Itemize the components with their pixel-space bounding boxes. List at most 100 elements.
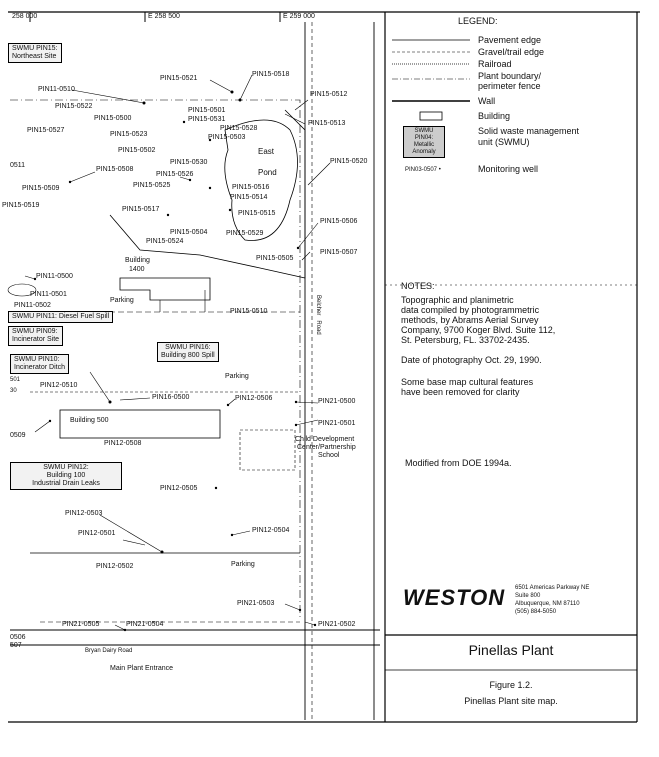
well-label: PIN15-0527	[27, 127, 65, 134]
well-label: 501	[10, 377, 21, 383]
well-label: PIN21-0504	[126, 621, 164, 628]
legend-item: Building	[478, 111, 511, 121]
swmu-box-pin11: SWMU PIN11: Diesel Fuel Spill	[8, 311, 114, 323]
well-label: PIN15-0512	[310, 91, 348, 98]
well-label: 0506	[10, 634, 26, 641]
notes-modified: Modified from DOE 1994a.	[405, 458, 512, 468]
well-label: PIN21-0502	[318, 621, 356, 628]
well-label: PIN15-0515	[238, 210, 276, 217]
grid-label-e1: 258 000	[12, 13, 38, 20]
legend-item: Wall	[478, 96, 496, 106]
well-label: PIN12-0502	[96, 563, 134, 570]
parking-label: Parking	[231, 561, 255, 568]
swmu-box-pin09: SWMU PIN09:Incinerator Site	[8, 326, 64, 346]
well-label: PIN15-0529	[226, 230, 264, 237]
well-label: PIN21-0505	[62, 621, 100, 628]
notes-line: Company, 9700 Koger Blvd. Suite 112,	[401, 325, 556, 335]
company-address: Albuquerque, NM 87110	[515, 601, 580, 607]
well-label: PIN21-0503	[237, 600, 275, 607]
east-pond-label: Pond	[258, 168, 277, 177]
building-500-label: Building 500	[70, 417, 109, 424]
parking-label: Parking	[225, 373, 249, 380]
well-label: PIN15-0528	[220, 125, 258, 132]
legend-item: perimeter fence	[478, 81, 541, 91]
child-center-label: School	[318, 452, 340, 459]
well-label: PIN15-0506	[320, 218, 358, 225]
legend-item: Pavement edge	[478, 35, 542, 45]
well-label: 507	[10, 642, 22, 649]
company-address: (505) 884-5050	[515, 609, 557, 615]
building-1400-label: 1400	[129, 266, 145, 273]
company-logo: WESTON	[403, 585, 506, 610]
grid-label-e2: E 258 500	[148, 13, 180, 20]
legend-item: Gravel/trail edge	[478, 47, 545, 57]
legend-title: LEGEND:	[458, 16, 498, 26]
company-address: Suite 800	[515, 593, 541, 599]
well-label: 0511	[10, 162, 26, 169]
well-label: PIN15-0508	[96, 166, 134, 173]
notes-date: Date of photography Oct. 29, 1990.	[401, 355, 542, 365]
well-label: PIN12-0505	[160, 485, 198, 492]
well-label: PIN15-0510	[230, 308, 268, 315]
well-label: PIN15-0518	[252, 71, 290, 78]
well-label: PIN12-0508	[104, 440, 142, 447]
swmu-box-pin16: SWMU PIN16:Building 800 Spill	[157, 342, 219, 362]
belcher-road-label: Belcher Road	[315, 295, 321, 335]
well-label: PIN12-0504	[252, 527, 290, 534]
notes-removed: Some base map cultural features	[401, 377, 534, 387]
well-label: PIN15-0526	[156, 171, 194, 178]
well-label: PIN15-0504	[170, 229, 208, 236]
legend-item: Monitoring well	[478, 164, 539, 174]
legend-swmu-symbol: SWMU PIN04: Metallic Anomaly	[403, 126, 445, 158]
well-label: PIN15-0500	[94, 115, 132, 122]
notes-removed: have been removed for clarity	[401, 387, 520, 397]
swmu-box-pin15: SWMU PIN15:Northeast Site	[8, 43, 62, 63]
well-label: PIN12-0510	[40, 382, 78, 389]
east-pond-label: East	[258, 147, 275, 156]
well-label: PIN11-0502	[14, 302, 51, 309]
well-label: PIN15-0519	[2, 202, 40, 209]
well-label: PIN15-0525	[133, 182, 171, 189]
parking-label: Parking	[110, 297, 134, 304]
main-entrance-label: Main Plant Entrance	[110, 665, 174, 672]
well-label: PIN12-0503	[65, 510, 103, 517]
figure-caption: Pinellas Plant site map.	[464, 696, 558, 706]
notes-line: data compiled by photogrammetric	[401, 305, 540, 315]
well-label: PIN15-0502	[118, 147, 156, 154]
well-label: PIN11-0501	[30, 291, 67, 298]
legend-item: Railroad	[478, 59, 512, 69]
child-center-label: Child Development	[295, 436, 355, 443]
well-label: PIN15-0520	[330, 158, 368, 165]
well-label: PIN15-0523	[110, 131, 148, 138]
legend-item: Plant boundary/	[478, 71, 542, 81]
well-label: PIN21-0501	[318, 420, 356, 427]
swmu-box-pin10: SWMU PIN10:Incinerator Ditch	[10, 354, 69, 374]
company-address: 6501 Americas Parkway NE	[515, 585, 590, 591]
notes-title: NOTES:	[401, 281, 435, 291]
well-label: PIN15-0505	[256, 255, 294, 262]
bryan-dairy-road-label: Bryan Dairy Road	[85, 648, 133, 654]
well-label: PIN16-0500	[152, 394, 190, 401]
well-label: PIN15-0507	[320, 249, 358, 256]
site-title: Pinellas Plant	[468, 642, 554, 658]
legend-item: Solid waste management	[478, 126, 580, 136]
well-label: PIN15-0530	[170, 159, 208, 166]
legend-well-symbol: PIN03-0507 •	[405, 167, 441, 173]
well-label: PIN11-0500	[36, 273, 73, 280]
well-label: PIN15-0517	[122, 206, 160, 213]
notes-line: Topographic and planimetric	[401, 295, 514, 305]
grid-label-e3: E 259 000	[283, 13, 315, 20]
well-label: 30	[10, 388, 17, 394]
legend-item: unit (SWMU)	[478, 137, 530, 147]
well-label: PIN11-0510	[38, 86, 75, 93]
well-label: PIN15-0531	[188, 116, 226, 123]
well-label: PIN15-0521	[160, 75, 198, 82]
notes-line: St. Petersburg, FL. 33702-2435.	[401, 335, 530, 345]
well-label: PIN12-0501	[78, 530, 116, 537]
well-label: PIN15-0503	[208, 134, 246, 141]
well-label: PIN15-0524	[146, 238, 184, 245]
well-label: PIN15-0522	[55, 103, 93, 110]
well-label: PIN15-0514	[230, 194, 268, 201]
